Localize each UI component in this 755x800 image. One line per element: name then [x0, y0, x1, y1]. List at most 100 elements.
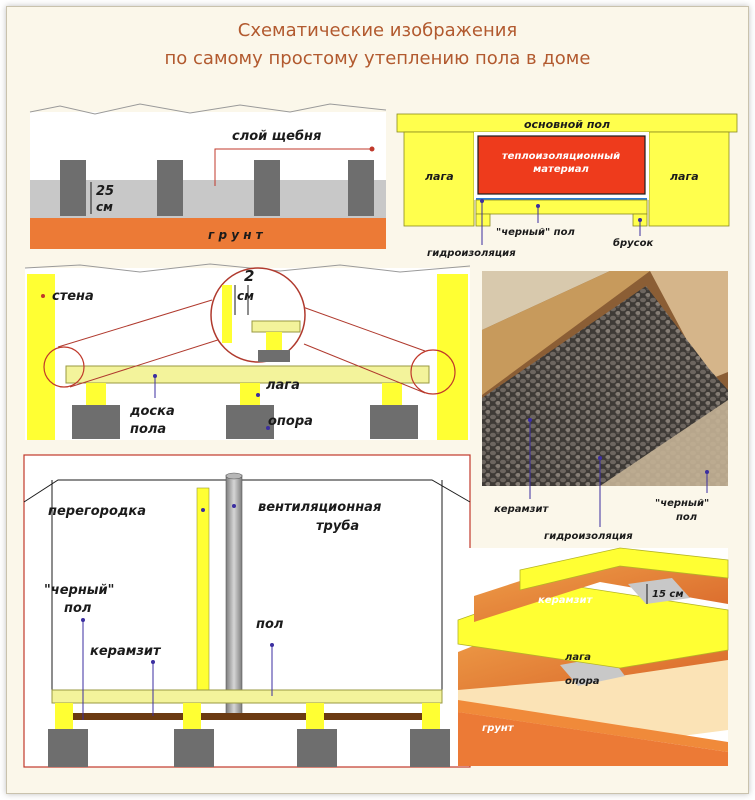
support-label: опора	[565, 676, 600, 687]
pointer-dot	[153, 374, 157, 378]
pointer-dot	[151, 660, 155, 664]
photo-joist-right	[650, 271, 728, 380]
gravel-layer	[30, 180, 386, 218]
ground-layer	[30, 218, 386, 249]
gap-unit: см	[237, 289, 254, 303]
ventilation-pipe	[225, 474, 243, 716]
ground-label: г р у н т	[208, 228, 264, 242]
clay-label: керамзит	[538, 595, 593, 606]
joist-post	[86, 383, 106, 405]
bar-label: брусок	[613, 237, 653, 249]
roof-outline	[23, 479, 471, 503]
panel-3d-cutaway: 15 см керамзит лага опора грунт	[457, 547, 729, 766]
photo-waterproofing-label: гидроизоляция	[544, 531, 633, 542]
pointer-dot	[536, 204, 540, 208]
panel-floor-on-supports: стена 2 см доска пола лага опора	[24, 263, 471, 440]
joist-left	[403, 131, 475, 227]
floor-board	[65, 365, 430, 384]
joist-post	[240, 383, 260, 405]
panel-insulated-floor: основной пол лага лага теплоизоляционный…	[396, 113, 738, 259]
magnified-board	[251, 320, 301, 333]
height-label: 15 см	[652, 589, 684, 600]
photo-board-bottom	[600, 400, 728, 486]
wall-left	[27, 274, 55, 440]
foundation-block	[174, 729, 214, 767]
finished-floor	[51, 689, 443, 704]
dimension-unit: см	[96, 200, 113, 214]
pillar	[348, 160, 374, 216]
pointer-dot	[232, 504, 236, 508]
partition	[196, 487, 210, 694]
pillar	[60, 160, 86, 216]
zoom-line	[69, 337, 225, 388]
photo-black-floor-label-1: "черный"	[655, 498, 709, 509]
gravel-label: слой щебня	[232, 129, 321, 144]
foundation-block	[410, 729, 450, 767]
panel-gravel-layer: 25 см слой щебня г р у н т	[29, 103, 387, 249]
gap-value: 2	[244, 267, 254, 285]
gravel-pointer	[214, 148, 372, 186]
photo-black-floor-label-2: пол	[676, 512, 698, 523]
pillar	[157, 160, 183, 216]
pipe-top	[225, 472, 243, 480]
partition-label: перегородка	[48, 504, 146, 519]
pointer-dot	[256, 393, 260, 397]
clay-layer-upper	[474, 555, 728, 622]
board-label-1: доска	[129, 404, 175, 419]
black-floor-label-2: пол	[64, 601, 92, 616]
pointer-dot	[705, 470, 709, 474]
floor-label: пол	[256, 617, 284, 632]
floor-post	[183, 703, 201, 731]
wall-right	[437, 274, 468, 440]
support-block	[226, 405, 274, 439]
joist-label: лага	[266, 378, 300, 393]
support-block	[72, 405, 120, 439]
zoom-line	[303, 343, 426, 394]
title-line-2: по самому простому утеплению пола в доме	[164, 48, 591, 69]
support-block	[370, 405, 418, 439]
pointer-dot	[638, 218, 642, 222]
ground-label: грунт	[482, 723, 515, 734]
joist-left-label: лага	[425, 170, 454, 183]
magnified-post	[266, 332, 282, 350]
waterproofing-label: гидроизоляция	[427, 248, 516, 259]
pointer-dot	[598, 456, 602, 460]
photo-joist	[482, 271, 650, 395]
insulation-material	[477, 135, 646, 195]
pointer-dot	[266, 426, 270, 430]
board-label-2: пола	[130, 422, 166, 437]
photo-clay-label: керамзит	[494, 504, 549, 515]
joist-label: лага	[565, 652, 591, 663]
foundation-block	[297, 729, 337, 767]
ground-edge	[458, 700, 728, 752]
title-line-1: Схематические изображения	[237, 20, 518, 41]
zoom-line	[57, 299, 213, 348]
vent-label-2: труба	[316, 519, 359, 534]
zoom-line	[299, 305, 426, 352]
clay-layer	[66, 713, 436, 720]
support-label: опора	[268, 414, 313, 429]
pointer-dot	[201, 508, 205, 512]
dimension-value: 25	[96, 184, 114, 199]
pointer-dot	[270, 643, 274, 647]
magnified-wall	[222, 285, 232, 343]
main-floor-label: основной пол	[524, 118, 610, 131]
pointer-dot	[480, 199, 484, 203]
support-block-upper	[628, 578, 690, 604]
panel-house-section: перегородка вентиляционная труба "черный…	[23, 454, 471, 768]
panel-photo	[482, 271, 728, 486]
insulation-label-2: материал	[533, 164, 589, 175]
joist-right	[648, 131, 730, 227]
pointer-dot	[369, 146, 375, 152]
pillar	[254, 160, 280, 216]
clay-label: керамзит	[90, 644, 162, 659]
black-floor-label: "черный" пол	[496, 227, 575, 238]
foundation-block	[48, 729, 88, 767]
floor-post	[422, 703, 440, 731]
magnified-support	[258, 350, 290, 362]
pointer-dot	[81, 618, 85, 622]
floor-post	[306, 703, 324, 731]
waterproofing-film	[476, 198, 647, 200]
bar-left	[475, 213, 491, 227]
